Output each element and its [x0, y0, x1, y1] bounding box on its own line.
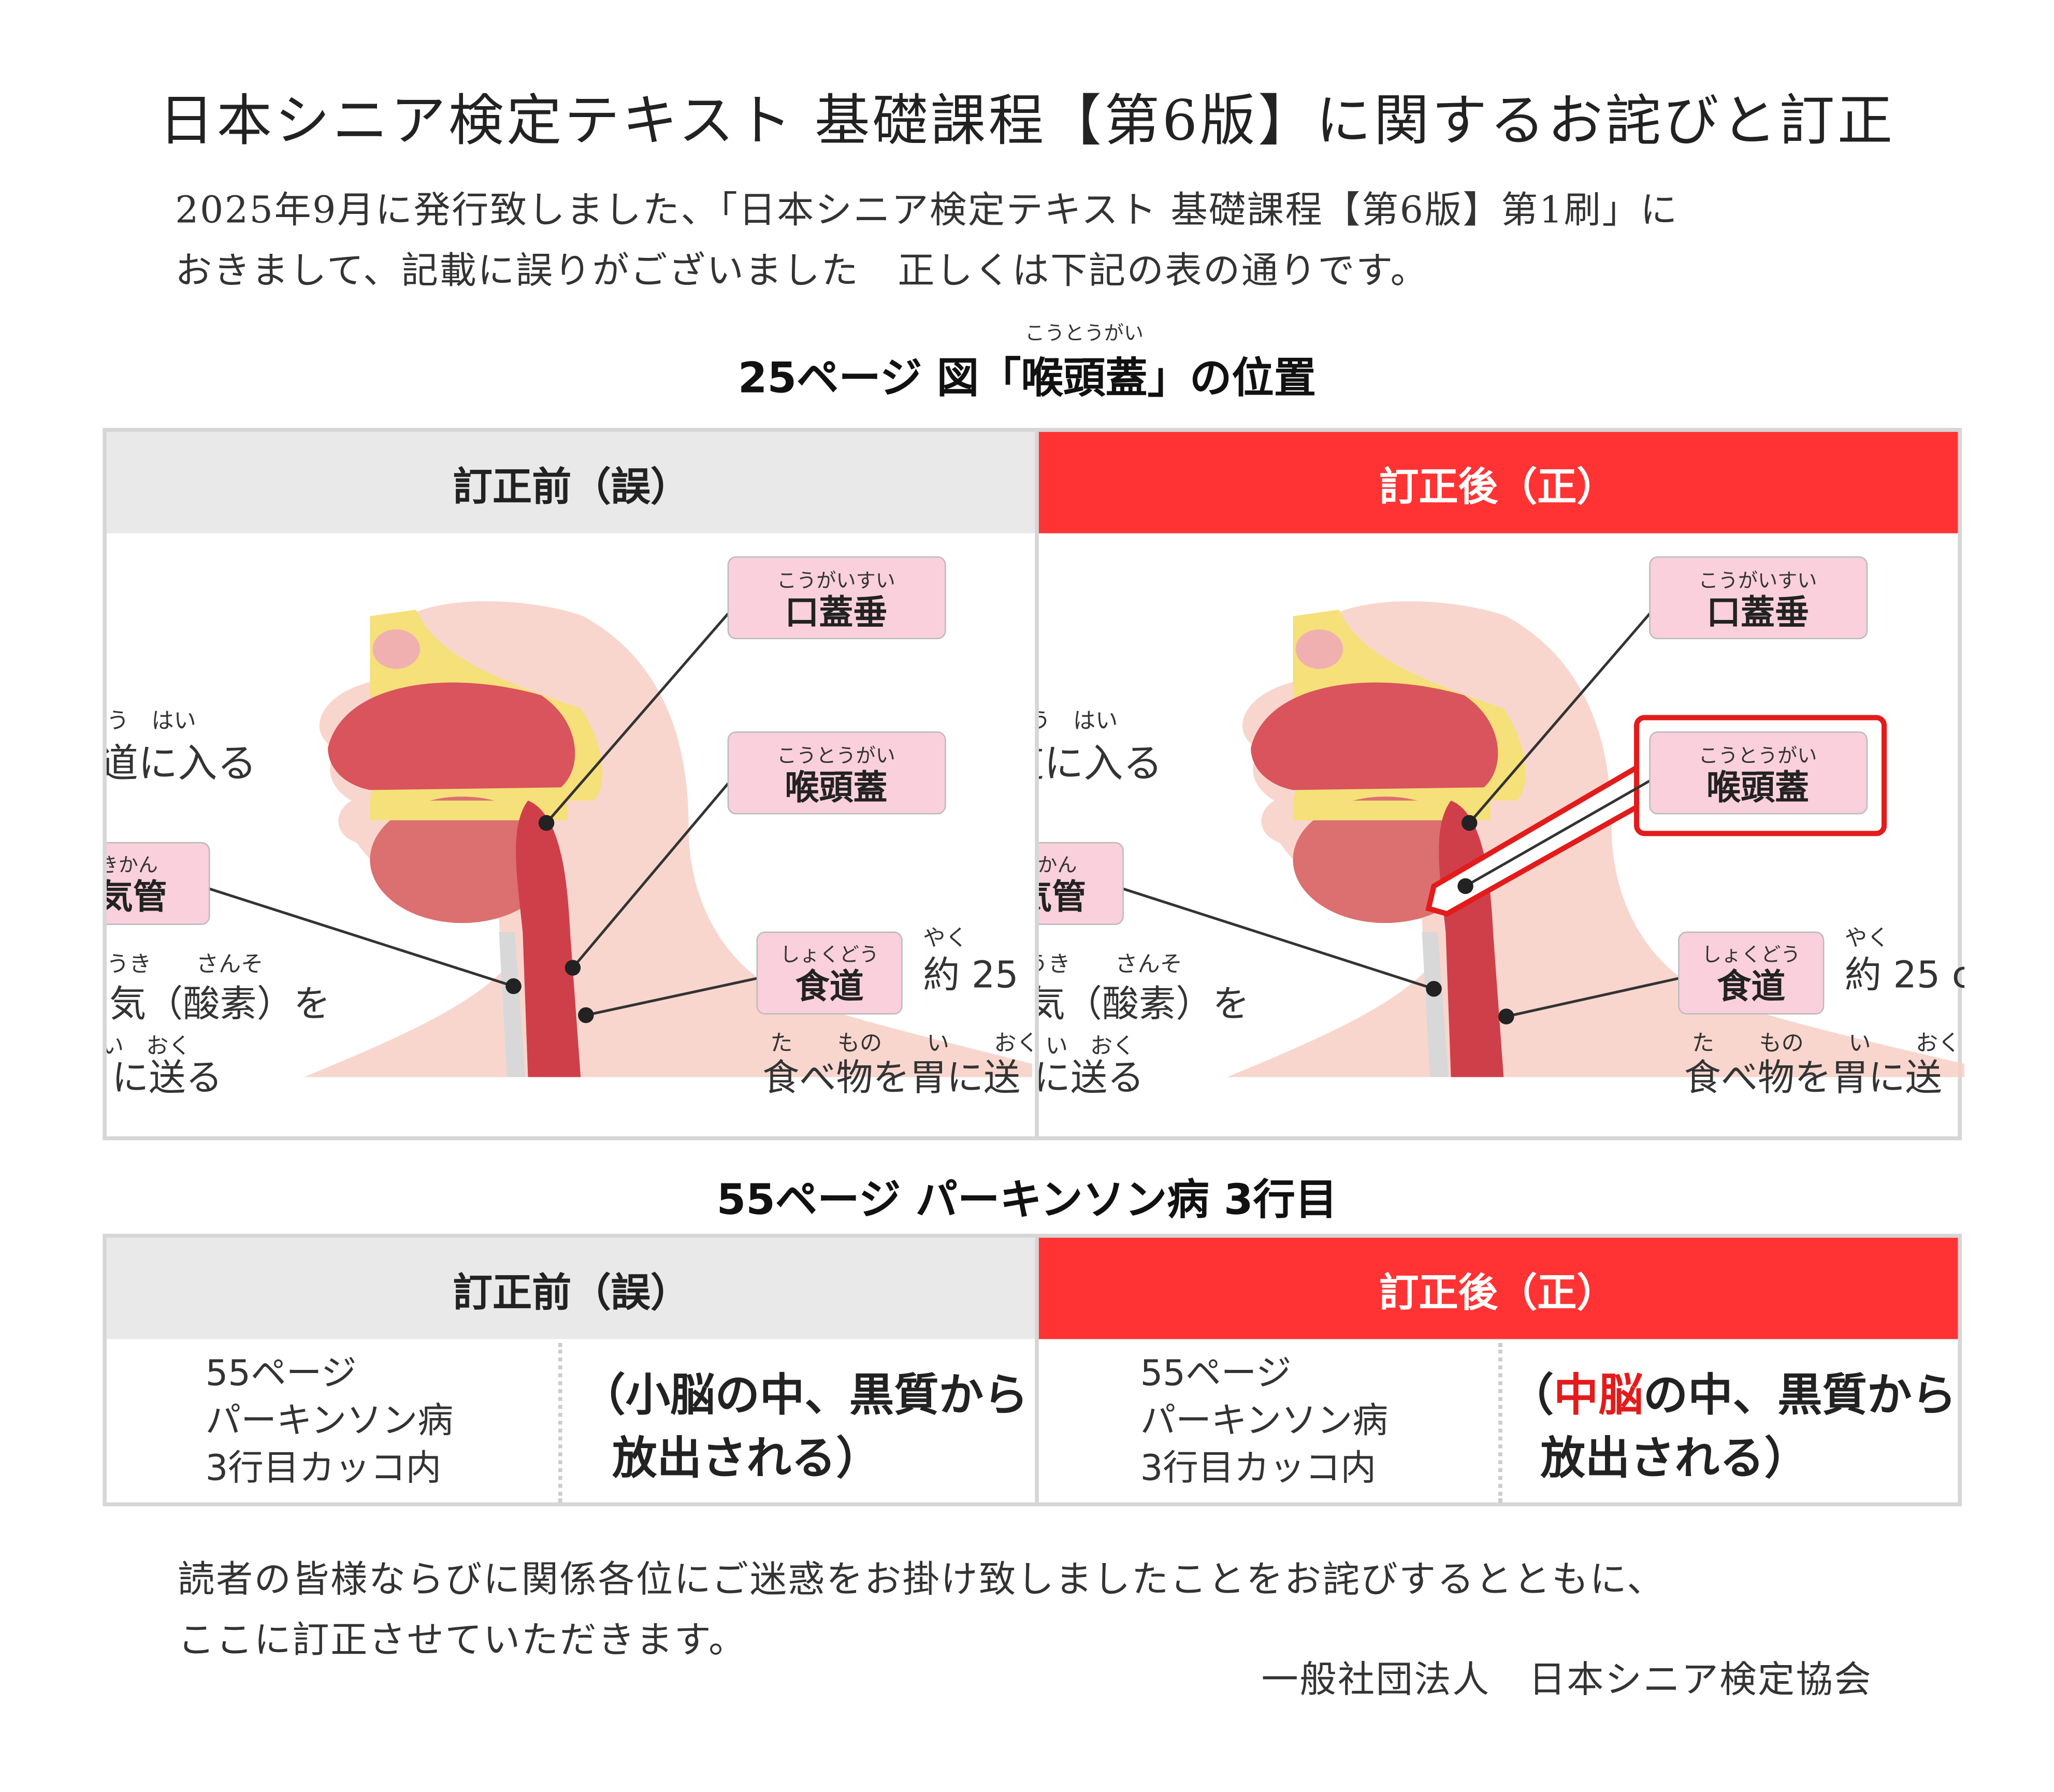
esophagus-dot	[1498, 1008, 1514, 1024]
location-topic: パーキンソン病	[205, 1401, 454, 1442]
bg-text: に送る	[1039, 1056, 1144, 1099]
anatomy-illustration-before: こうがいすい 口蓋垂 こうとうがい 喉頭蓋 きかん 気管 しょくどう 食道	[106, 556, 1033, 1099]
location-before: 55ページ パーキンソン病 3行目カッコ内	[206, 1351, 453, 1493]
svg-text:しょくどう: しょくどう	[1702, 943, 1801, 966]
svg-text:口蓋垂: 口蓋垂	[785, 592, 887, 632]
svg-text:口蓋垂: 口蓋垂	[1706, 592, 1809, 632]
intro-line-2: おきまして、記載に誤りがございました 正しくは下記の表の通りです。	[175, 249, 1429, 293]
leader-lines	[209, 613, 758, 1017]
section1-heading-term: 喉頭蓋	[1021, 353, 1148, 403]
svg-text:食道: 食道	[1717, 966, 1785, 1006]
section1-heading-post: 」の位置	[1147, 353, 1317, 403]
trachea-dot	[1426, 981, 1442, 997]
epiglottis-dot	[565, 960, 581, 976]
bg-text: 約 25 c	[1845, 953, 1964, 996]
signature: 一般社団法人 日本シニア検定協会	[1261, 1657, 1873, 1701]
location-page: 55ページ	[205, 1353, 357, 1395]
location-line: 3行目カッコ内	[1140, 1448, 1377, 1490]
header-before: 訂正前（誤）	[106, 431, 1036, 533]
text-after-line2: 放出される）	[1540, 1433, 1810, 1485]
divider	[1035, 431, 1039, 1137]
trachea-label: きかん 気管	[106, 842, 210, 925]
esophagus-label: しょくどう 食道	[756, 931, 903, 1015]
location-topic: パーキンソン病	[1140, 1401, 1388, 1442]
trachea-dot	[505, 978, 522, 994]
epiglottis-label: こうとうがい 喉頭蓋	[1649, 731, 1868, 815]
bg-ruby: うき さんそ	[1039, 951, 1182, 977]
bg-ruby: う はい	[107, 708, 196, 734]
bg-text: 食べ物を胃に送	[762, 1056, 1020, 1099]
esophagus-dot	[578, 1007, 594, 1023]
location-line: 3行目カッコ内	[205, 1448, 442, 1490]
bg-text: 約 25 c	[923, 953, 1032, 996]
bg-text: に送る	[112, 1056, 223, 1099]
head-illustration	[304, 601, 1033, 1077]
svg-text:こうがいすい: こうがいすい	[777, 569, 895, 592]
svg-text:しょくどう: しょくどう	[780, 943, 879, 966]
uvula-label: こうがいすい 口蓋垂	[727, 556, 946, 640]
bg-text: 気（酸素）を	[109, 982, 330, 1025]
location-after: 55ページ パーキンソン病 3行目カッコ内	[1140, 1351, 1388, 1493]
header-before: 訂正前（誤）	[106, 1237, 1036, 1339]
text-before: （小脳の中、黒質から 放出される）	[581, 1364, 1028, 1491]
corrected-term: 中脳	[1553, 1369, 1643, 1422]
text-after: （中脳の中、黒質から 放出される）	[1509, 1364, 1956, 1491]
closing-line-1: 読者の皆様ならびに関係各位にご迷惑をお掛け致しましたことをお詫びするとともに、	[178, 1557, 1666, 1601]
bg-ruby: い おく	[1046, 1033, 1135, 1059]
svg-text:食道: 食道	[795, 966, 864, 1006]
head-illustration	[1227, 601, 1965, 1077]
bg-ruby: た もの い おく	[770, 1031, 1032, 1057]
bg-text: 気（酸素）を	[1039, 982, 1250, 1025]
closing-line-2: ここに訂正させていただきます。	[178, 1618, 747, 1662]
highlight-frame	[1633, 715, 1887, 836]
paren: （	[1509, 1369, 1554, 1422]
bg-ruby: う はい	[1039, 708, 1118, 734]
text-after-rest: の中、黒質から	[1643, 1369, 1957, 1422]
uvula-dot	[538, 815, 555, 831]
leader-lines	[1122, 613, 1679, 1018]
bg-ruby: い おく	[107, 1033, 191, 1059]
section1-heading: 25ページ 図「こうとうがい喉頭蓋」の位置	[0, 321, 2054, 406]
bg-text: 道に入る	[1039, 740, 1163, 786]
location-page: 55ページ	[1140, 1353, 1292, 1395]
anatomy-illustration-after: こうがいすい 口蓋垂 こうとうがい 喉頭蓋 きかん 気管 しょくどう 食道	[1038, 556, 1965, 1099]
uvula-dot	[1461, 815, 1478, 831]
trachea-label: きかん 気管	[1038, 842, 1124, 925]
svg-text:喉頭蓋: 喉頭蓋	[1706, 768, 1809, 807]
svg-text:気管: 気管	[1039, 877, 1086, 917]
figure-before: こうがいすい 口蓋垂 こうとうがい 喉頭蓋 きかん 気管 しょくどう 食道	[106, 537, 1033, 1136]
cell-divider	[1498, 1343, 1502, 1502]
epiglottis-label: こうとうがい 喉頭蓋	[727, 731, 946, 815]
section1-ruby: こうとうがい	[1025, 321, 1144, 345]
bg-text: 道に入る	[107, 740, 257, 786]
header-after: 訂正後（正）	[1037, 1237, 1958, 1339]
bg-ruby: やく	[923, 925, 967, 951]
bg-ruby: うき さんそ	[107, 951, 263, 977]
intro-line-1: 2025年9月に発行致しました、「日本シニア検定テキスト 基礎課程【第6版】第1…	[175, 188, 1679, 232]
text-correction-table: 訂正前（誤） 訂正後（正） 55ページ パーキンソン病 3行目カッコ内 （小脳の…	[103, 1234, 1962, 1507]
section1-heading-pre: 25ページ 図「	[737, 353, 1021, 403]
esophagus-label: しょくどう 食道	[1678, 931, 1825, 1015]
section2-heading: 55ページ パーキンソン病 3行目	[716, 1174, 1338, 1225]
epiglottis-dot	[1457, 878, 1473, 894]
svg-text:きかん: きかん	[107, 854, 158, 876]
svg-text:喉頭蓋: 喉頭蓋	[785, 768, 887, 807]
svg-text:こうとうがい: こうとうがい	[777, 744, 895, 767]
bg-ruby: やく	[1845, 925, 1889, 951]
text-before-line2: 放出される）	[612, 1433, 881, 1485]
svg-text:気管: 気管	[107, 877, 167, 917]
bg-text: 食べ物を胃に送	[1684, 1056, 1942, 1099]
figure-correction-table: 訂正前（誤） 訂正後（正）	[103, 428, 1965, 1140]
figure-after: こうがいすい 口蓋垂 こうとうがい 喉頭蓋 きかん 気管 しょくどう 食道	[1038, 537, 1965, 1136]
uvula-label: こうがいすい 口蓋垂	[1649, 556, 1868, 640]
bg-ruby: た もの い おく	[1692, 1031, 1960, 1057]
cell-divider	[558, 1343, 562, 1502]
svg-text:きかん: きかん	[1039, 854, 1077, 876]
header-after: 訂正後（正）	[1037, 431, 1958, 533]
svg-text:こうとうがい: こうとうがい	[1699, 744, 1817, 767]
text-before-line1: （小脳の中、黒質から	[581, 1369, 1029, 1422]
page-title: 日本シニア検定テキスト 基礎課程【第6版】に関するお詫びと訂正	[158, 88, 1896, 153]
svg-text:こうがいすい: こうがいすい	[1699, 569, 1817, 592]
divider	[1035, 1237, 1039, 1502]
